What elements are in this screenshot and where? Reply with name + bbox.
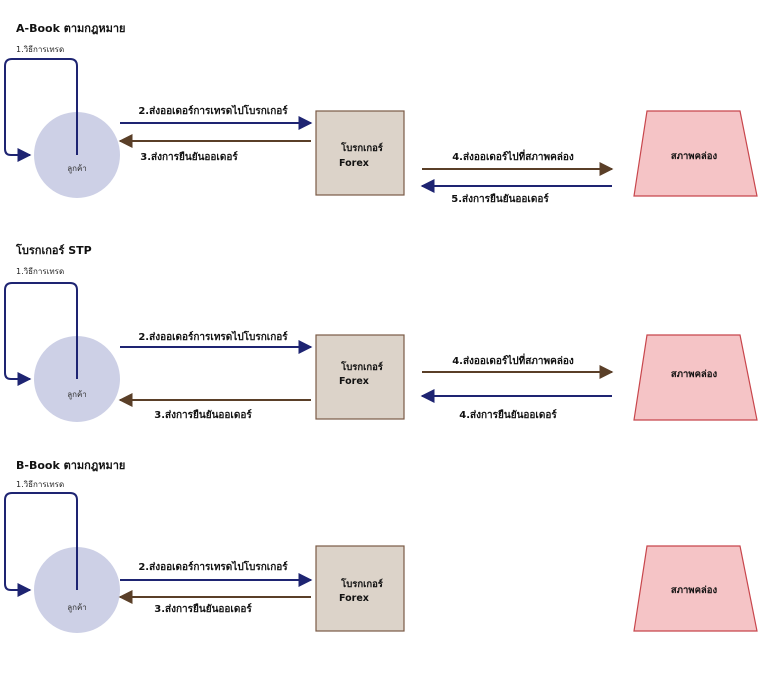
- confirm-to-broker-label: 4.ส่งการยืนยันออเดอร์: [459, 409, 557, 421]
- liquidity-node: [633, 334, 758, 421]
- broker-label-forex: Forex: [339, 376, 369, 387]
- order-to-market-label: 4.ส่งออเดอร์ไปที่สภาพคล่อง: [452, 149, 574, 163]
- order-to-market-label: 4.ส่งออเดอร์ไปที่สภาพคล่อง: [452, 353, 574, 367]
- trade-loop-arrow: [4, 282, 78, 386]
- liquidity-label: สภาพคล่อง: [671, 369, 718, 380]
- trade-loop-arrow: [4, 492, 78, 597]
- confirm-to-client-label: 3.ส่งการยืนยันออเดอร์: [140, 151, 238, 163]
- liquidity-node: [633, 110, 758, 197]
- client-label: ลูกค้า: [67, 390, 87, 400]
- client-label: ลูกค้า: [67, 164, 87, 174]
- confirm-to-client-label: 3.ส่งการยืนยันออเดอร์: [154, 603, 252, 615]
- confirm-to-broker-label: 5.ส่งการยืนยันออเดอร์: [451, 193, 549, 205]
- order-to-broker-label: 2.ส่งออเดอร์การเทรดไปโบรกเกอร์: [138, 560, 288, 573]
- order-to-broker-label: 2.ส่งออเดอร์การเทรดไปโบรกเกอร์: [138, 104, 288, 117]
- broker-node: [315, 545, 405, 632]
- section-title: B-Book ตามกฎหมาย: [16, 459, 125, 472]
- liquidity-label: สภาพคล่อง: [671, 585, 718, 596]
- trade-loop-label: 1.วิธีการเทรด: [16, 480, 64, 489]
- broker-label: โบรกเกอร์: [340, 361, 384, 373]
- trade-loop-arrow: [4, 58, 78, 162]
- broker-label: โบรกเกอร์: [340, 142, 384, 154]
- section-a-book: A-Book ตามกฎหมาย 1.วิธีการเทรด ลูกค้า 2.…: [4, 22, 758, 205]
- client-label: ลูกค้า: [67, 603, 87, 613]
- liquidity-label: สภาพคล่อง: [671, 151, 718, 162]
- trade-loop-label: 1.วิธีการเทรด: [16, 267, 64, 276]
- liquidity-node: [633, 545, 758, 632]
- confirm-to-client-label: 3.ส่งการยืนยันออเดอร์: [154, 409, 252, 421]
- section-stp: โบรกเกอร์ STP 1.วิธีการเทรด ลูกค้า 2.ส่ง…: [4, 243, 758, 422]
- broker-label-forex: Forex: [339, 158, 369, 169]
- broker-label: โบรกเกอร์: [340, 578, 384, 590]
- section-title: A-Book ตามกฎหมาย: [16, 22, 125, 35]
- broker-node: [315, 334, 405, 420]
- order-to-broker-label: 2.ส่งออเดอร์การเทรดไปโบรกเกอร์: [138, 330, 288, 343]
- section-b-book: B-Book ตามกฎหมาย 1.วิธีการเทรด ลูกค้า 2.…: [4, 459, 758, 633]
- section-title: โบรกเกอร์ STP: [15, 243, 92, 257]
- trade-loop-label: 1.วิธีการเทรด: [16, 45, 64, 54]
- broker-label-forex: Forex: [339, 593, 369, 604]
- broker-node: [315, 110, 405, 196]
